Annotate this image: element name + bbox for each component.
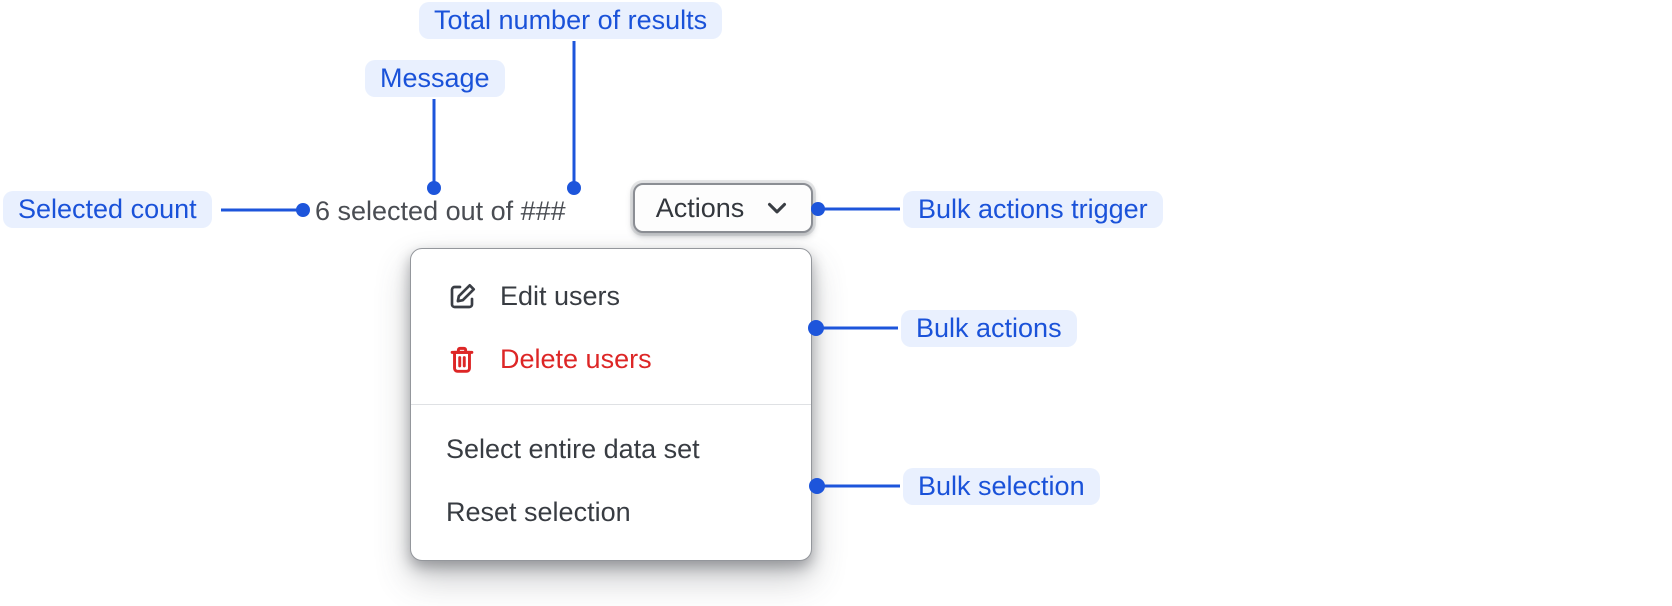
menu-item-label: Edit users (500, 281, 621, 311)
bulk-actions-trigger-button[interactable]: Actions (633, 183, 813, 233)
selection-count-message: 6 selected out of ### (315, 196, 566, 226)
menu-item-delete-users[interactable]: Delete users (411, 328, 811, 391)
menu-item-edit-users[interactable]: Edit users (411, 265, 811, 328)
menu-divider (411, 404, 811, 405)
connector-dot (811, 202, 825, 216)
annotation-selected-count: Selected count (3, 191, 212, 228)
pencil-square-icon (446, 281, 478, 313)
actions-button-label: Actions (655, 192, 745, 223)
connector-total-results (567, 41, 581, 195)
chevron-down-icon (764, 195, 790, 221)
menu-item-label: Delete users (500, 344, 652, 374)
connector-bulk-actions-trigger (811, 202, 900, 216)
connector-dot (296, 203, 310, 217)
connector-bulk-actions (808, 320, 898, 336)
menu-item-select-entire-data-set[interactable]: Select entire data set (411, 418, 811, 481)
trash-icon (446, 344, 478, 376)
menu-item-reset-selection[interactable]: Reset selection (411, 481, 811, 544)
annotation-bulk-actions-trigger: Bulk actions trigger (903, 191, 1163, 228)
menu-item-label: Reset selection (446, 497, 631, 527)
menu-item-label: Select entire data set (446, 434, 700, 464)
annotation-bulk-actions: Bulk actions (901, 310, 1077, 347)
connector-message (427, 99, 441, 195)
connector-dot (567, 181, 581, 195)
annotation-bulk-selection: Bulk selection (903, 468, 1100, 505)
connector-selected-count (221, 203, 310, 217)
connector-bulk-selection (809, 478, 900, 494)
bulk-actions-menu: Edit users Delete users Select entire da… (410, 248, 812, 561)
annotation-total-results: Total number of results (419, 2, 723, 39)
annotation-message: Message (365, 60, 505, 97)
